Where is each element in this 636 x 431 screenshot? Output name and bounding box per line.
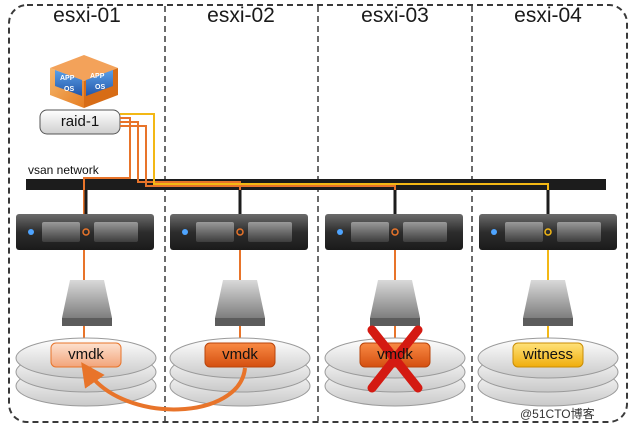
component-label-vmdk-03: vmdk	[377, 346, 413, 363]
ssd-icon	[215, 280, 265, 326]
server-icon	[325, 214, 463, 250]
cluster-frame	[8, 4, 628, 423]
vm-app-label: APP	[90, 73, 105, 80]
vm-app-os-icon: APP OS APP OS	[50, 55, 118, 108]
host-title-esxi-01: esxi-01	[53, 4, 121, 27]
host-title-esxi-04: esxi-04	[514, 4, 582, 27]
ssd-icon	[523, 280, 573, 326]
server-icon	[170, 214, 308, 250]
failure-x-icon	[367, 325, 423, 393]
host-title-esxi-02: esxi-02	[207, 4, 275, 27]
component-box-witness	[512, 342, 584, 368]
vm-os-label: OS	[64, 86, 74, 93]
watermark: @51CTO博客	[520, 407, 595, 421]
component-box-vmdk-02	[204, 342, 276, 368]
server-icon	[16, 214, 154, 250]
vm-app-label: APP	[60, 75, 75, 82]
resync-arrow-icon	[81, 362, 247, 412]
network-taps	[84, 190, 550, 216]
component-label-witness: witness	[522, 346, 574, 363]
server-ports	[82, 228, 399, 236]
vsan-network-label: vsan network	[28, 163, 99, 177]
component-label-vmdk-02: vmdk	[222, 346, 258, 363]
raid-label: raid-1	[60, 113, 100, 130]
component-label-vmdk-01: vmdk	[68, 346, 104, 363]
ssd-icon	[62, 280, 112, 326]
ssd-icon	[370, 280, 420, 326]
host-title-esxi-03: esxi-03	[361, 4, 429, 27]
server-icon	[479, 214, 617, 250]
server-port	[544, 228, 552, 236]
vm-os-label: OS	[95, 84, 105, 91]
